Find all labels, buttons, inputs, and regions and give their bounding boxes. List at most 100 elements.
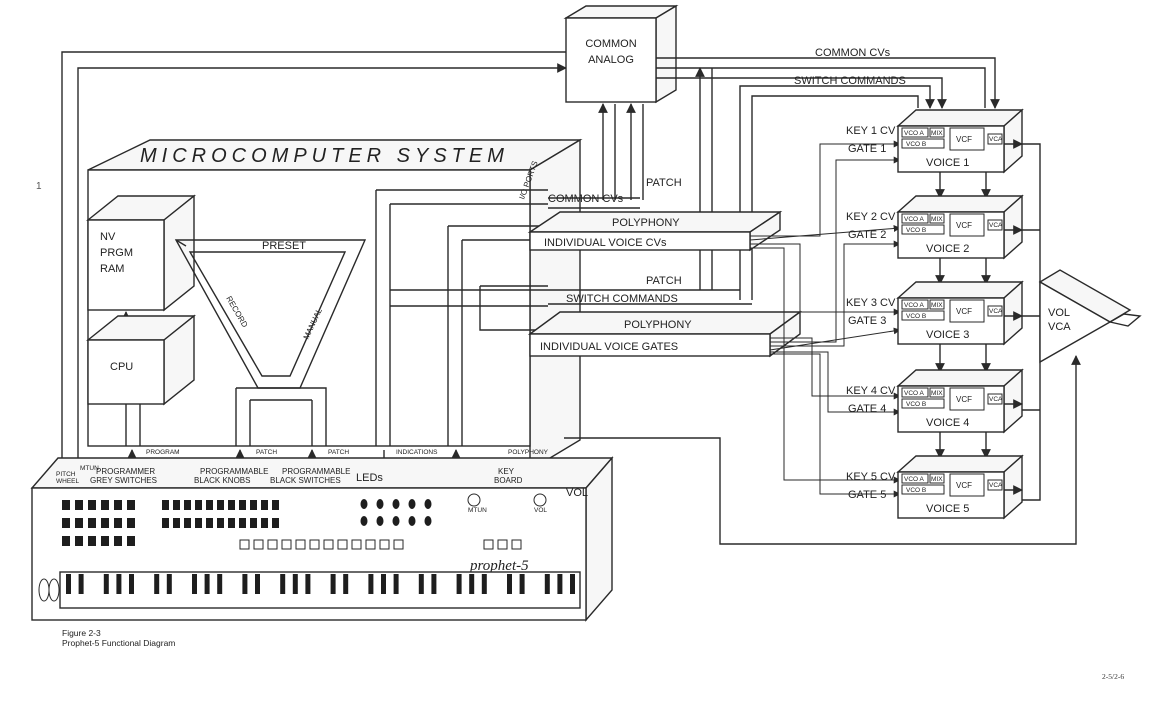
led bbox=[377, 516, 384, 526]
black-key bbox=[331, 574, 336, 594]
mix-label: MIX bbox=[931, 302, 943, 309]
grey-switches-label-1: PROGRAMMER bbox=[96, 467, 155, 476]
vca-label: VCA bbox=[989, 308, 1003, 315]
gate-label: GATE 2 bbox=[848, 229, 886, 241]
black-key bbox=[545, 574, 550, 594]
black-key bbox=[104, 574, 109, 594]
black-knob bbox=[217, 518, 224, 528]
key-cv-label: KEY 1 CV bbox=[846, 125, 896, 137]
pitch-label: PITCH bbox=[56, 471, 76, 478]
grey-switch bbox=[114, 536, 122, 546]
common-cvs-label: COMMON CVs bbox=[815, 47, 891, 59]
microcomputer-title: MICROCOMPUTER SYSTEM bbox=[140, 145, 509, 167]
black-key bbox=[570, 574, 575, 594]
black-knob bbox=[184, 500, 191, 510]
led bbox=[425, 516, 432, 526]
voice-module-5: VCO AMIXVCO BVCFVCAVOICE 5KEY 5 CVGATE 5 bbox=[846, 456, 1022, 518]
black-key bbox=[469, 574, 474, 594]
black-knob bbox=[195, 518, 202, 528]
grey-switch bbox=[101, 518, 109, 528]
black-knob bbox=[206, 500, 213, 510]
black-knob bbox=[239, 518, 246, 528]
black-knob bbox=[162, 500, 169, 510]
black-knob bbox=[228, 500, 235, 510]
black-key bbox=[457, 574, 462, 594]
black-knobs-label-1: PROGRAMMABLE bbox=[200, 467, 268, 476]
grey-switch bbox=[62, 518, 70, 528]
vco-b-label: VCO B bbox=[906, 487, 926, 494]
vco-a-label: VCO A bbox=[904, 130, 925, 137]
black-knob bbox=[206, 518, 213, 528]
individual-voice-cvs-label: INDIVIDUAL VOICE CVs bbox=[544, 237, 667, 249]
patch-knobs-link-label: PATCH bbox=[256, 449, 277, 456]
grey-switch bbox=[88, 518, 96, 528]
cpu-block: CPU bbox=[88, 316, 194, 404]
grey-switch bbox=[88, 500, 96, 510]
switch-commands-inner-label: SWITCH COMMANDS bbox=[566, 293, 678, 305]
led bbox=[393, 499, 400, 509]
black-key bbox=[368, 574, 373, 594]
preset-label: PRESET bbox=[262, 240, 306, 252]
black-knob bbox=[250, 518, 257, 528]
prophet-5-keyboard: PITCH WHEEL MTUN PROGRAMMER GREY SWITCHE… bbox=[32, 458, 612, 620]
vol-vca-line-2: VCA bbox=[1048, 321, 1071, 333]
voice-module-2: VCO AMIXVCO BVCFVCAVOICE 2KEY 2 CVGATE 2 bbox=[846, 196, 1022, 284]
gate-label: GATE 5 bbox=[848, 489, 886, 501]
black-knob bbox=[272, 518, 279, 528]
page-number: 2-5/2-6 bbox=[1102, 672, 1124, 681]
wheel-label: WHEEL bbox=[56, 478, 80, 485]
vco-a-label: VCO A bbox=[904, 302, 925, 309]
grey-switch bbox=[75, 500, 83, 510]
key-cv-label: KEY 3 CV bbox=[846, 297, 896, 309]
vcf-label: VCF bbox=[956, 395, 972, 404]
grey-switches-label-2: GREY SWITCHES bbox=[90, 476, 157, 485]
vca-label: VCA bbox=[989, 482, 1003, 489]
grey-switch bbox=[127, 500, 135, 510]
nv-ram-line-3: RAM bbox=[100, 263, 124, 275]
black-key bbox=[154, 574, 159, 594]
black-knob bbox=[184, 518, 191, 528]
grey-switch bbox=[75, 518, 83, 528]
vco-b-label: VCO B bbox=[906, 141, 926, 148]
nv-ram-line-2: PRGM bbox=[100, 247, 133, 259]
black-key bbox=[431, 574, 436, 594]
led bbox=[409, 499, 416, 509]
mix-label: MIX bbox=[931, 476, 943, 483]
polyphony-cvs-label: POLYPHONY bbox=[612, 217, 680, 229]
black-key bbox=[167, 574, 172, 594]
vco-a-label: VCO A bbox=[904, 476, 925, 483]
black-key bbox=[205, 574, 210, 594]
black-key bbox=[192, 574, 197, 594]
common-analog-line-1: COMMON bbox=[585, 38, 636, 50]
common-analog-line-2: ANALOG bbox=[588, 54, 634, 66]
grey-switch bbox=[127, 536, 135, 546]
switch-commands-label: SWITCH COMMANDS bbox=[794, 75, 906, 87]
polyphony-link-label: POLYPHONY bbox=[508, 449, 549, 456]
margin-mark: 1 bbox=[36, 181, 42, 192]
vcf-label: VCF bbox=[956, 481, 972, 490]
vcf-label: VCF bbox=[956, 221, 972, 230]
black-knobs-label-2: BLACK KNOBS bbox=[194, 476, 250, 485]
black-switches-label-1: PROGRAMMABLE bbox=[282, 467, 350, 476]
vol-label: VOL bbox=[566, 487, 588, 499]
black-knob bbox=[162, 518, 169, 528]
polyphony-gates-label: POLYPHONY bbox=[624, 319, 692, 331]
black-key bbox=[381, 574, 386, 594]
patch-label-mid: PATCH bbox=[646, 275, 682, 287]
grey-switch bbox=[88, 536, 96, 546]
gate-label: GATE 1 bbox=[848, 143, 886, 155]
bus-bar-gates: POLYPHONY INDIVIDUAL VOICE GATES bbox=[530, 312, 800, 356]
black-knob bbox=[261, 518, 268, 528]
led bbox=[409, 516, 416, 526]
program-link-label: PROGRAM bbox=[146, 449, 180, 456]
vco-b-label: VCO B bbox=[906, 401, 926, 408]
black-knob bbox=[261, 500, 268, 510]
figure-number: Figure 2-3 bbox=[62, 628, 175, 638]
vol-small-label: VOL bbox=[534, 507, 547, 514]
vcf-label: VCF bbox=[956, 135, 972, 144]
vco-b-label: VCO B bbox=[906, 313, 926, 320]
key-cv-label: KEY 5 CV bbox=[846, 471, 896, 483]
figure-title: Prophet-5 Functional Diagram bbox=[62, 638, 175, 648]
leds-label: LEDs bbox=[356, 472, 383, 484]
grey-switch bbox=[114, 518, 122, 528]
